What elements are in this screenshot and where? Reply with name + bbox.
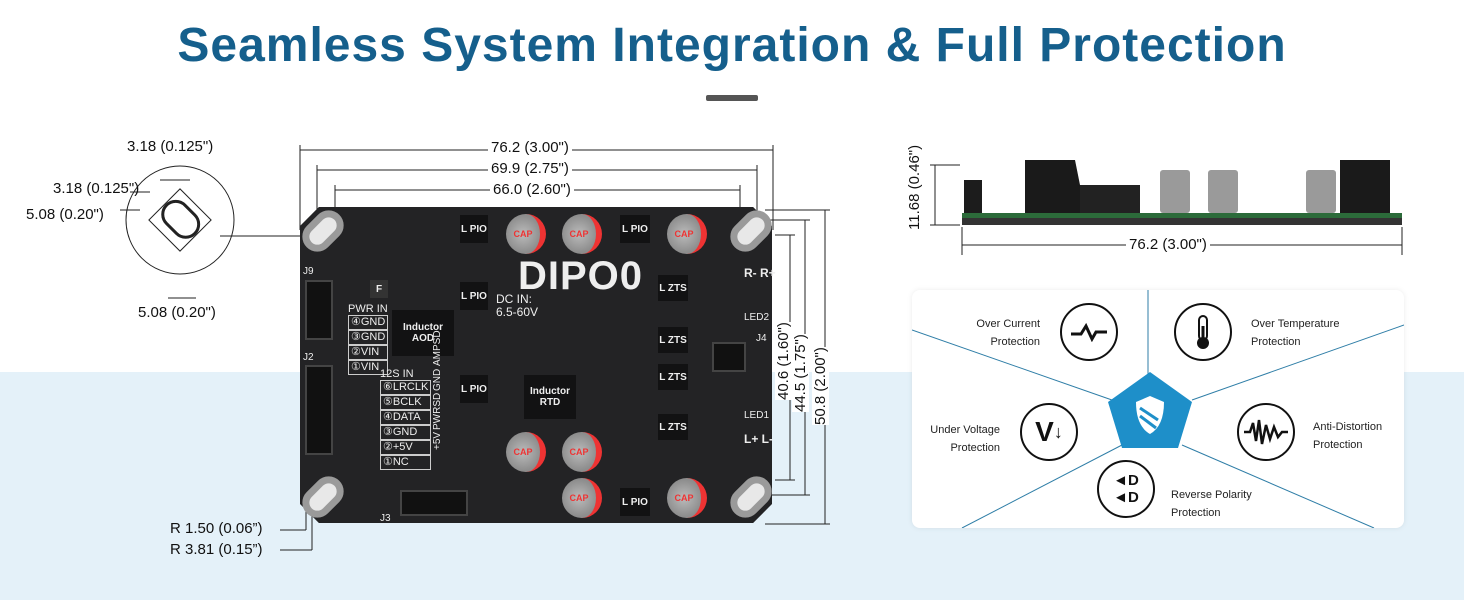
dim-radius-inner: R 1.50 (0.06”) (170, 520, 263, 537)
inductor-aod: Inductor AOD (392, 310, 454, 356)
title-divider (706, 95, 758, 101)
slot-detail-drawing (120, 165, 300, 299)
capacitor: CAP (562, 432, 602, 472)
inductor-lpio: L PIO (460, 375, 488, 403)
dim-top-inner: 66.0 (2.60") (490, 181, 574, 198)
plug-polarity-icon: ◄D◄D (1097, 460, 1155, 518)
distortion-wave-icon (1237, 403, 1295, 461)
dim-top-overall: 76.2 (3.00") (488, 139, 572, 156)
inductor-lpio: L PIO (460, 215, 488, 243)
connector-j2 (305, 365, 333, 455)
dim-right-inner: 40.6 (1.60") (775, 322, 792, 400)
thermometer-icon (1174, 303, 1232, 361)
dim-slot-height: 5.08 (0.20") (26, 206, 104, 223)
center-pentagon (1108, 372, 1192, 448)
dim-radius-outer: R 3.81 (0.15”) (170, 541, 263, 558)
label-led1: LED1 (744, 410, 770, 421)
dim-slot-bottom: 5.08 (0.20") (138, 304, 216, 321)
inductor-lzts: L ZTS (658, 327, 688, 353)
label-led2: LED2 (744, 312, 770, 323)
page-title: Seamless System Integration & Full Prote… (177, 19, 1287, 72)
dim-top-mid: 69.9 (2.75") (488, 160, 572, 177)
capacitor: CAP (667, 478, 707, 518)
label-j4: J4 (756, 333, 767, 344)
label-j2: J2 (303, 352, 314, 363)
dc-in-label: DC IN:6.5-60V (496, 292, 539, 319)
dim-side-length: 76.2 (3.00") (1126, 236, 1210, 253)
inductor-lpio: L PIO (460, 282, 488, 310)
inductor-lzts: L ZTS (658, 275, 688, 301)
divider-lines (912, 290, 1404, 528)
capacitor: CAP (667, 214, 707, 254)
label-j9: J9 (303, 266, 314, 277)
dim-slot-width-1: 3.18 (0.125") (127, 138, 214, 155)
label-right-output: R- R+ (744, 266, 776, 280)
dim-right-overall: 50.8 (2.00") (812, 347, 829, 425)
voltage-down-icon: V↓ (1020, 403, 1078, 461)
inductor-lzts: L ZTS (658, 364, 688, 390)
dim-side-height: 11.68 (0.46") (906, 144, 923, 230)
inductor-lzts: L ZTS (658, 414, 688, 440)
label-j3: J3 (380, 513, 391, 524)
inductor-lpio: L PIO (620, 215, 650, 243)
connector-j9 (305, 280, 333, 340)
dim-slot-width-2: 3.18 (0.125") (53, 180, 140, 197)
label-left-output: L+ L- (744, 432, 773, 446)
pcb-board (300, 207, 772, 523)
capacitor: CAP (506, 432, 546, 472)
inductor-lpio: L PIO (620, 488, 650, 516)
fuse: F (370, 280, 388, 298)
connector-j4 (712, 342, 746, 372)
dim-right-mid: 44.5 (1.75") (792, 334, 809, 412)
capacitor: CAP (506, 214, 546, 254)
side-view-drawing (930, 160, 1403, 255)
waveform-spike-icon (1060, 303, 1118, 361)
capacitor: CAP (562, 214, 602, 254)
connector-j3 (400, 490, 468, 516)
capacitor: CAP (562, 478, 602, 518)
inductor-rtd: Inductor RTD (524, 375, 576, 419)
board-name: DIPO0 (518, 254, 644, 298)
